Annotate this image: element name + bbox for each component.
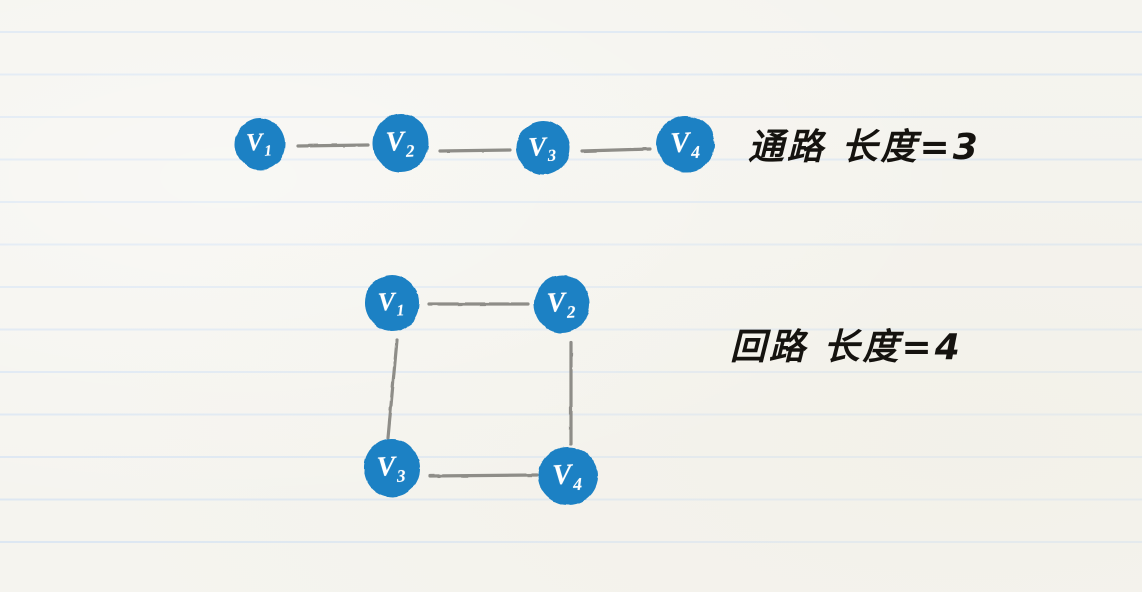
node-label-c-v3: V3 xyxy=(375,450,407,486)
edge-p-v3-p-v4 xyxy=(580,147,652,153)
node-label-p-v4: V4 xyxy=(669,126,701,163)
edge-c-v1-c-v3 xyxy=(386,338,399,440)
node-c-v1[interactable] xyxy=(362,272,422,334)
node-label-c-v4: V4 xyxy=(551,458,583,495)
node-label-p-v3: V3 xyxy=(527,131,557,166)
annotation-cycle-length: 回路 长度=4 xyxy=(730,327,963,368)
node-p-v2[interactable] xyxy=(370,111,432,175)
path-graph-edges xyxy=(296,143,652,153)
cycle-graph-nodes xyxy=(359,271,602,509)
edge-c-v3-c-v4 xyxy=(428,473,539,478)
node-label-p-v2: V2 xyxy=(384,125,416,161)
node-label-p-v1: V1 xyxy=(245,128,273,160)
node-p-v3[interactable] xyxy=(514,119,573,178)
node-c-v2[interactable] xyxy=(530,271,594,336)
path-graph-nodes xyxy=(232,111,720,178)
node-label-c-v1: V1 xyxy=(376,286,406,320)
node-c-v3[interactable] xyxy=(359,435,424,502)
node-c-v4[interactable] xyxy=(535,444,602,509)
node-p-v4[interactable] xyxy=(653,111,720,176)
edge-p-v1-p-v2 xyxy=(296,143,370,148)
node-label-c-v2: V2 xyxy=(545,286,577,322)
edge-p-v2-p-v3 xyxy=(438,148,512,153)
node-p-v1[interactable] xyxy=(232,115,289,173)
cycle-graph-edges xyxy=(386,302,573,478)
annotation-path-length: 通路 长度=3 xyxy=(748,127,981,168)
